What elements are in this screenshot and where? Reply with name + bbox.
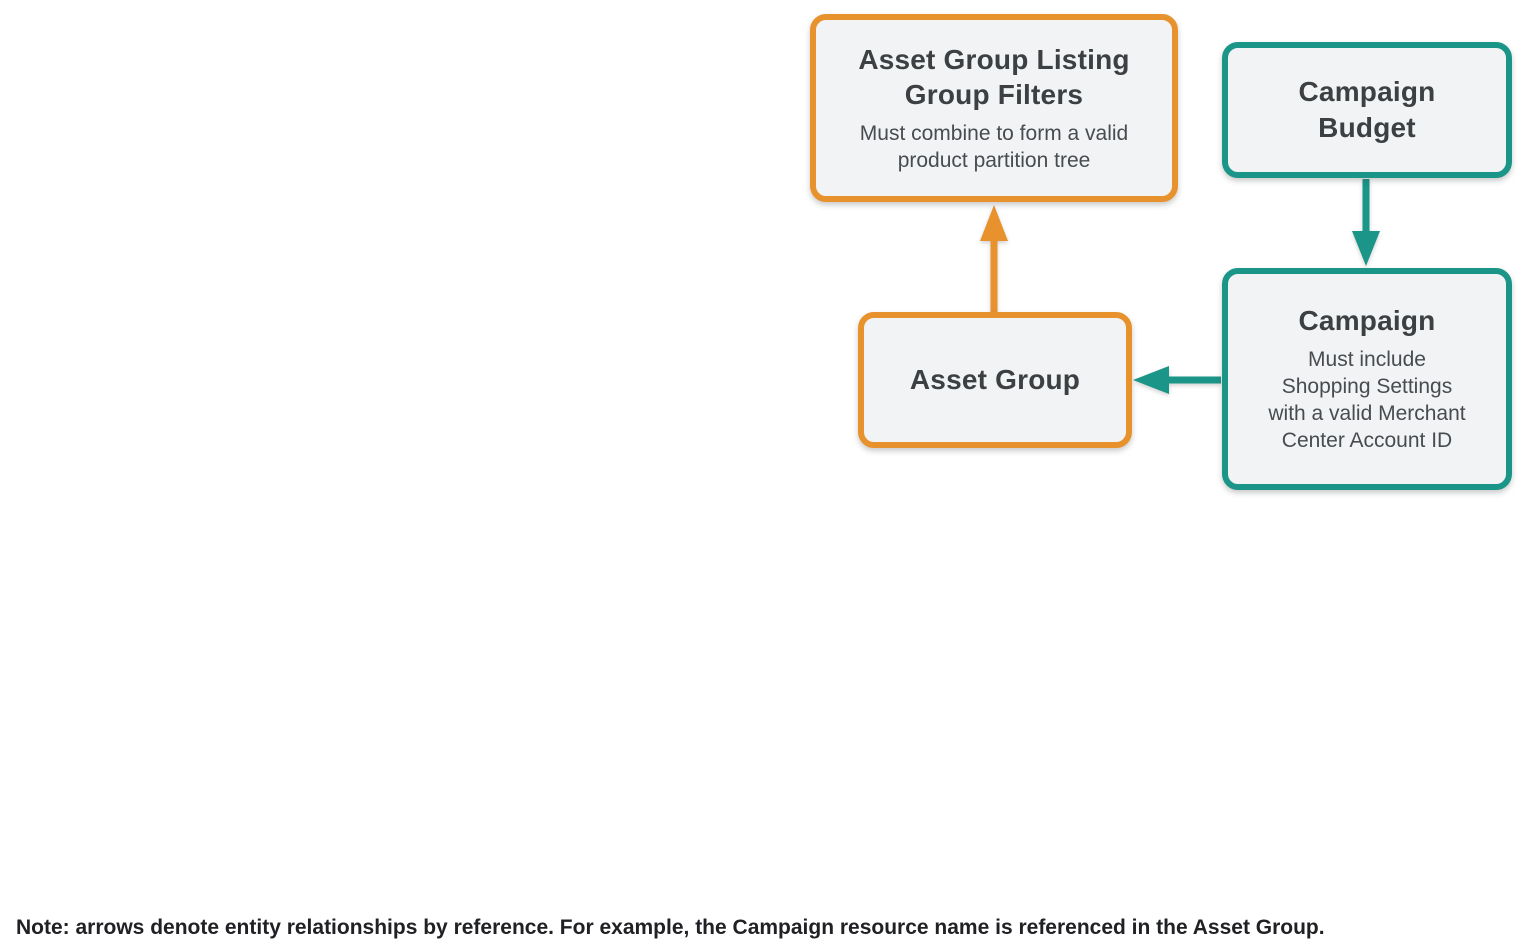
node-asset-group-listing-group-filters: Asset Group Listing Group Filters Must c… [810, 14, 1178, 202]
arrow-asset-group-to-listing-group-filters [980, 205, 1008, 312]
node-title: Campaign Budget [1298, 76, 1436, 143]
node-subtitle: Must combine to form a valid product par… [859, 122, 1129, 173]
node-asset-group: Asset Group [858, 312, 1132, 448]
node-title: Asset Group [909, 364, 1081, 396]
node-campaign: Campaign Must include Shopping Settings … [1222, 268, 1512, 490]
node-campaign-budget: Campaign Budget [1222, 42, 1512, 178]
note-text: Note: arrows denote entity relationships… [16, 916, 1325, 939]
node-title: Campaign [1298, 305, 1436, 337]
node-subtitle: Must include Shopping Settings with a va… [1268, 348, 1466, 453]
arrow-campaign-budget-to-campaign [1352, 179, 1380, 266]
node-title: Asset Group Listing Group Filters [858, 43, 1130, 111]
arrow-campaign-to-asset-group [1133, 366, 1221, 394]
